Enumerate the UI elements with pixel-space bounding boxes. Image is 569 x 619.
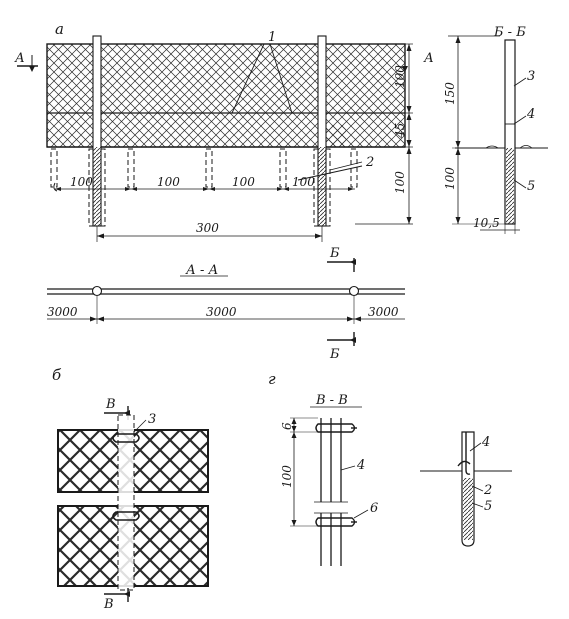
g-callout-6: 6 (370, 501, 378, 516)
bb-callout-5: 5 (527, 179, 535, 194)
b-clips (112, 433, 140, 521)
view-b-label: б (52, 366, 62, 384)
bb-dim-150: 150 (443, 82, 457, 105)
aa-post-right (348, 285, 360, 297)
g-dim-100: 100 (280, 465, 294, 488)
detail-callout-4: 4 (481, 435, 490, 450)
callout-1: 1 (268, 30, 276, 45)
g-clips (315, 423, 357, 527)
aa-post-left (91, 285, 103, 297)
detail-callout-2: 2 (483, 483, 492, 498)
aa-dim-3000-left: 3000 (47, 305, 78, 319)
detail-callout-5: 5 (484, 499, 492, 514)
section-a-left-label: А (14, 51, 25, 66)
callout-2: 2 (365, 155, 374, 170)
g-dim-6: 6 (280, 422, 294, 430)
dim-100-2: 100 (157, 175, 180, 189)
view-bb-title: Б - Б (493, 25, 526, 40)
bb-callout-3: 3 (527, 69, 535, 84)
b-section-v-bottom: В (103, 597, 114, 612)
dim-right-45: 45 (393, 123, 407, 139)
view-a-elevation: а А А 1 (14, 20, 434, 242)
dim-100-1: 100 (70, 175, 93, 189)
bb-dim-100: 100 (443, 167, 457, 190)
view-g-label: г (268, 370, 276, 388)
b-callout-3: 3 (148, 412, 156, 427)
view-g-title: В - В (315, 393, 348, 408)
view-aa-title: А - А (185, 263, 218, 278)
view-aa-plan: А - А Б Б 3000 3000 3000 (47, 246, 405, 362)
dim-right-100-bottom: 100 (393, 171, 407, 194)
stakes (50, 148, 358, 227)
aa-dim-3000-right: 3000 (368, 305, 399, 319)
view-b-mesh-detail: б В 3 В (52, 366, 209, 612)
aa-section-b-bottom: Б (329, 347, 340, 362)
g-callout-4: 4 (356, 458, 365, 473)
view-a-label: а (55, 20, 64, 38)
view-bb-section: Б - Б 150 100 10,5 3 4 5 (443, 25, 548, 234)
dim-right-100-top: 100 (393, 65, 407, 88)
section-a-right-label: А (423, 51, 434, 66)
dim-300: 300 (196, 221, 219, 235)
aa-dim-3000-mid: 3000 (206, 305, 237, 319)
bb-dim-10-5: 10,5 (473, 216, 500, 230)
bb-callout-4: 4 (526, 107, 535, 122)
view-g-section: г В - В 6 100 4 6 (268, 370, 378, 566)
b-post (117, 414, 135, 591)
b-section-v-top: В (105, 397, 116, 412)
aa-section-b-top: Б (329, 246, 340, 261)
view-small-detail: 4 2 5 (420, 431, 512, 547)
dim-100-4: 100 (292, 175, 315, 189)
dim-100-3: 100 (232, 175, 255, 189)
